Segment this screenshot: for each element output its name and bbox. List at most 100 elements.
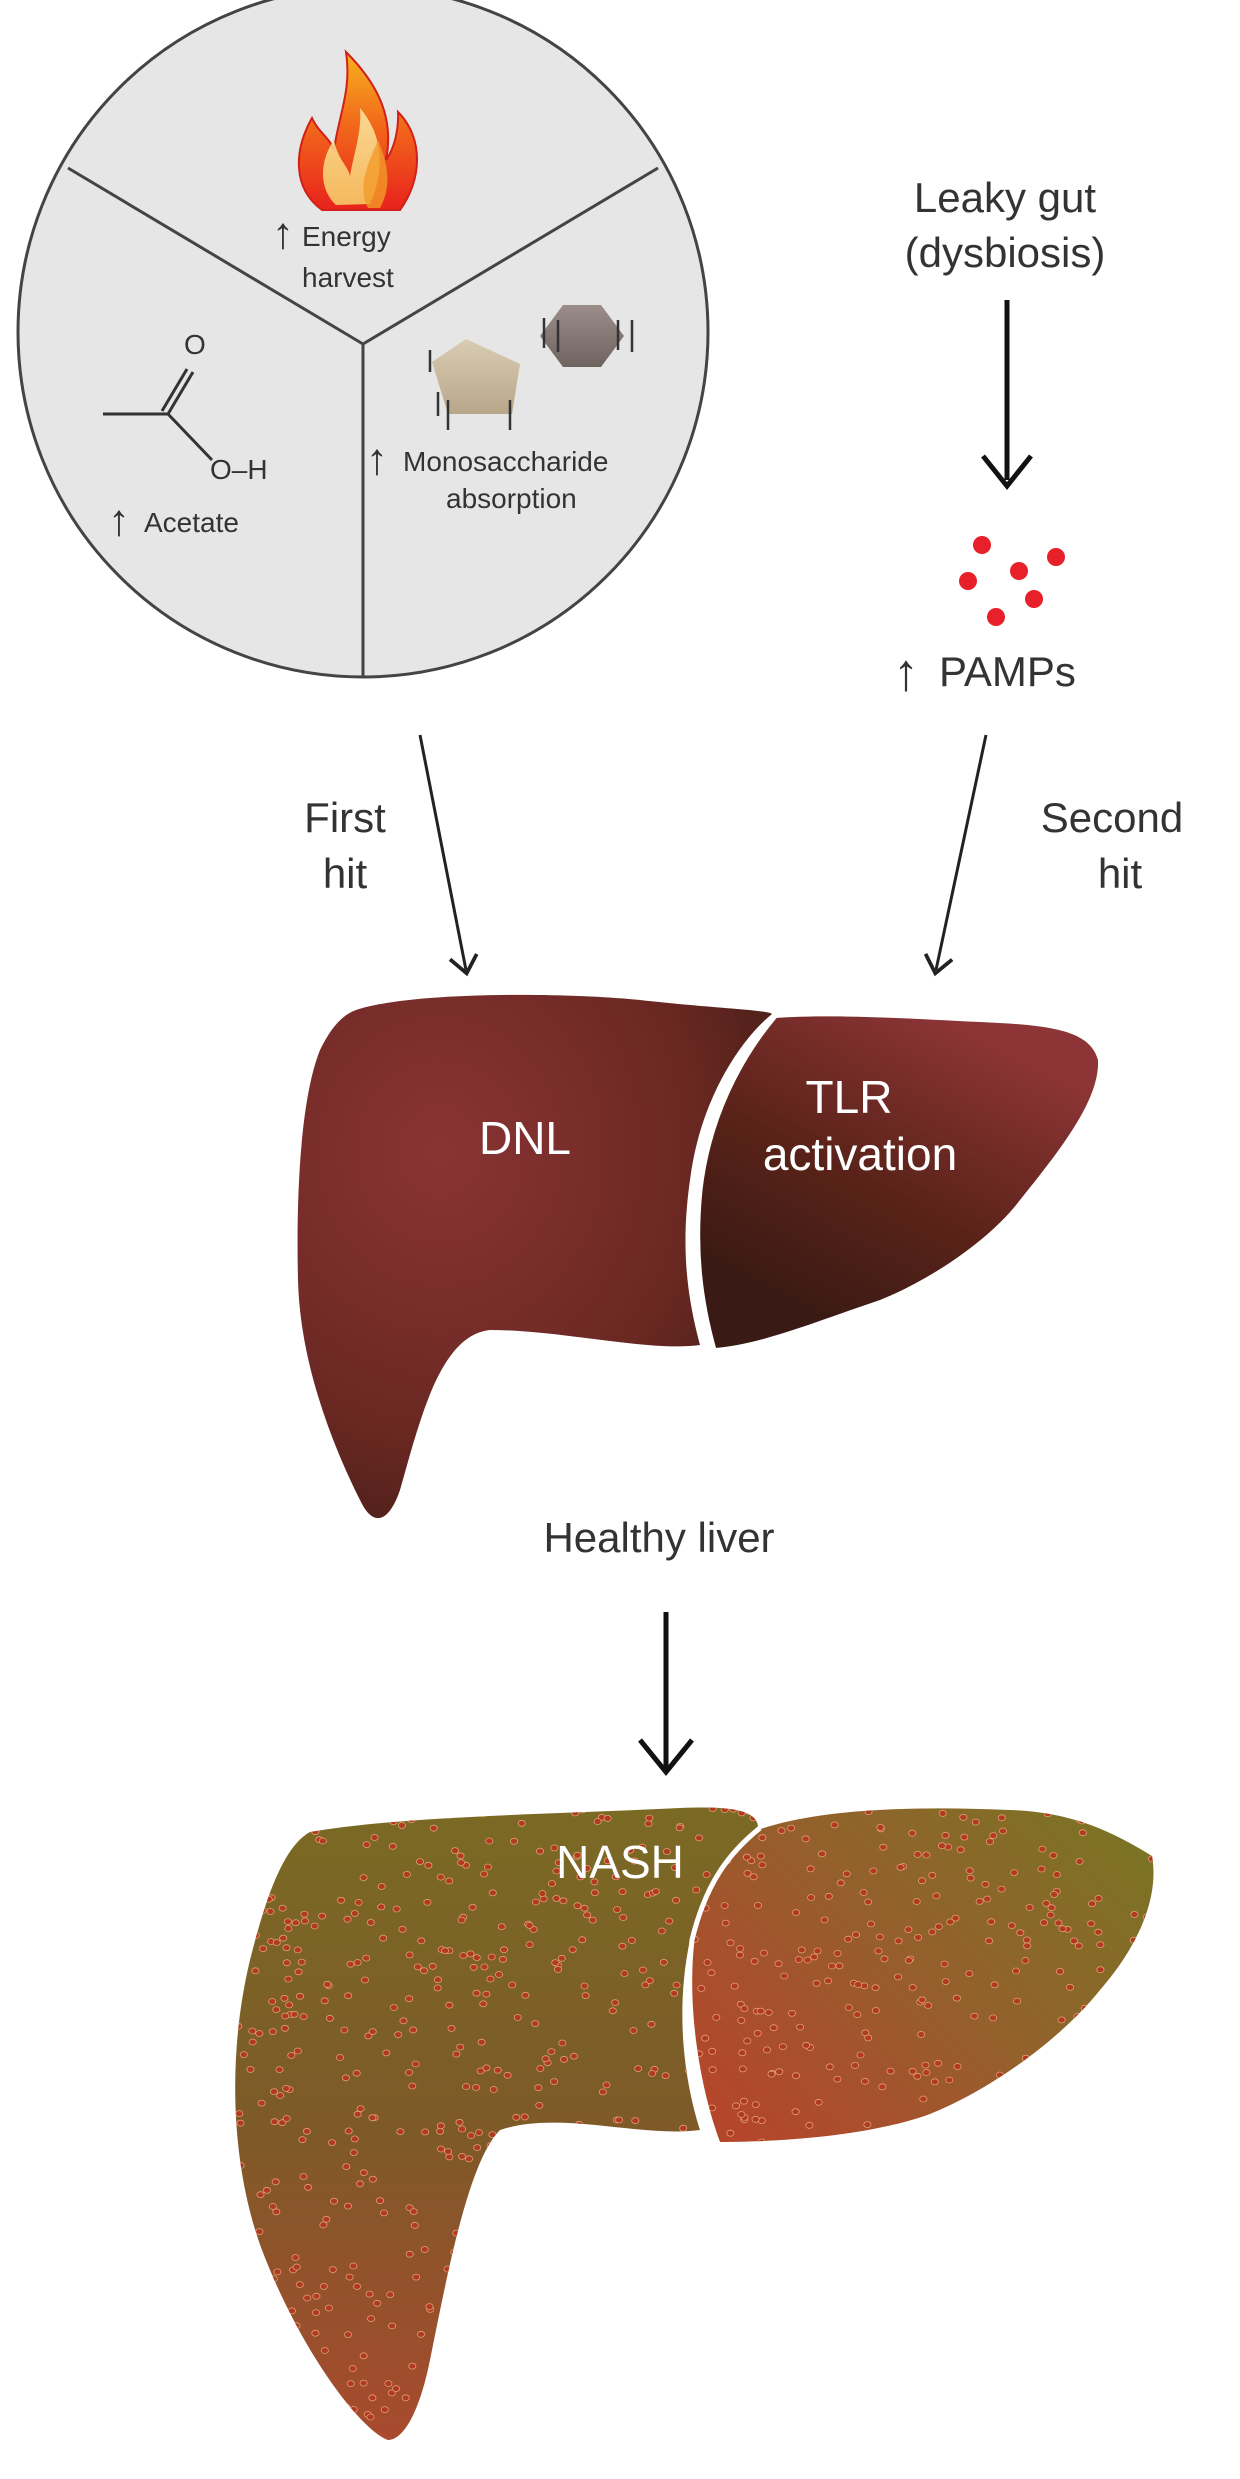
fat-droplet [708,2047,717,2055]
fat-droplet [252,2364,261,2372]
fat-droplet [537,1807,546,1814]
fat-droplet [1153,1812,1154,1819]
fat-droplet [535,2101,544,2109]
fat-droplet [277,1844,286,1852]
fat-droplet [578,1936,587,1944]
fat-droplet [844,1935,853,1943]
pamp-dot [1010,562,1028,580]
fat-droplet [864,1898,873,1906]
fat-droplet [761,1812,770,1819]
fat-droplet [466,2393,475,2400]
fat-droplet [350,2135,359,2143]
fat-droplet [405,2250,414,2258]
fat-droplet [670,2409,679,2417]
fat-droplet [904,1926,913,1933]
fat-droplet [638,1843,647,1851]
fat-droplet [420,2245,429,2253]
fat-droplet [471,2295,480,2303]
fat-droplet [223,2425,230,2431]
fat-droplet [1120,2024,1129,2032]
fat-droplet [359,2352,368,2360]
fat-droplet [932,1892,941,1900]
fat-droplet [651,1888,660,1895]
fat-droplet [965,1970,974,1977]
fat-droplet [695,1834,704,1842]
healthy-liver-lobe-divider [695,1014,777,1351]
fat-droplet [478,1810,487,1818]
fat-droplet [517,1819,526,1827]
fat-droplet [590,1878,599,1886]
fat-droplet [559,1897,568,1905]
fat-droplet [856,2051,865,2059]
fat-droplet [473,2144,482,2152]
fat-droplet [913,2072,922,2080]
fat-droplet [279,1934,288,1942]
pamp-dot [1025,590,1043,608]
fat-droplet [788,2009,797,2017]
fat-droplet [652,2291,661,2299]
fat-droplet [346,2380,355,2388]
fat-droplet [604,2209,613,2217]
fat-droplet [997,1814,1006,1822]
fat-droplet [465,2155,474,2163]
fat-droplet [624,2390,633,2398]
fat-droplet [539,2253,548,2261]
fat-droplet [619,1914,628,1921]
fat-droplet [550,2078,559,2086]
fat-droplet [946,1918,955,1926]
energy-harvest-label-line1: Energy [302,221,391,252]
fat-droplet [572,2358,581,2366]
fat-droplet [436,2127,445,2135]
fat-droplet [736,1945,745,1952]
fat-droplet [576,1873,585,1881]
fat-droplet [320,2347,329,2354]
fat-droplet [731,2361,740,2369]
fat-droplet [471,2084,480,2091]
fat-droplet [763,2046,772,2054]
fat-droplet [388,2322,397,2330]
acetate-oxygen-atom: O [184,329,206,360]
fat-droplet [415,1858,424,1865]
fat-droplet [707,1969,716,1977]
fat-droplet [737,2111,746,2118]
fat-droplet [482,2064,491,2072]
fat-droplet [353,2110,362,2118]
fat-droplet [282,1944,291,1952]
fat-droplet [814,2098,823,2106]
fat-droplet [273,2268,282,2276]
fat-droplet [410,2221,419,2229]
fat-droplet [750,1957,759,1965]
fat-droplet [547,2048,556,2056]
fat-droplet [359,1874,368,1881]
fat-droplet [424,1861,433,1869]
fat-droplet [450,1847,459,1854]
fat-droplet [528,2281,537,2289]
fat-droplet [321,2396,330,2404]
fat-droplet [871,2007,880,2014]
fat-droplet [671,2435,680,2440]
fat-droplet [687,2073,696,2081]
fat-droplet [405,1995,414,2003]
fat-droplet [583,1865,592,1872]
fat-droplet [368,2175,377,2183]
fat-droplet [497,1923,506,1930]
fat-droplet [896,1863,905,1871]
fat-droplet [1011,2068,1020,2076]
fat-droplet [876,1824,885,1831]
fat-droplet [818,1850,827,1858]
fat-droplet [526,2383,535,2391]
fat-droplet [742,1853,751,1861]
fat-droplet [741,2156,750,2164]
fat-droplet [598,2330,607,2338]
fat-droplet [323,1980,332,1988]
fat-droplet [328,2398,337,2406]
fat-droplet [235,2346,240,2354]
fat-droplet [378,2437,387,2440]
fat-droplet [482,1990,491,1998]
fat-droplet [737,1809,746,1817]
fat-droplet [608,2007,617,2015]
fat-droplet [695,2405,704,2413]
fat-droplet [769,2024,778,2032]
fat-droplet [934,2059,943,2067]
fat-droplet [642,2384,651,2392]
